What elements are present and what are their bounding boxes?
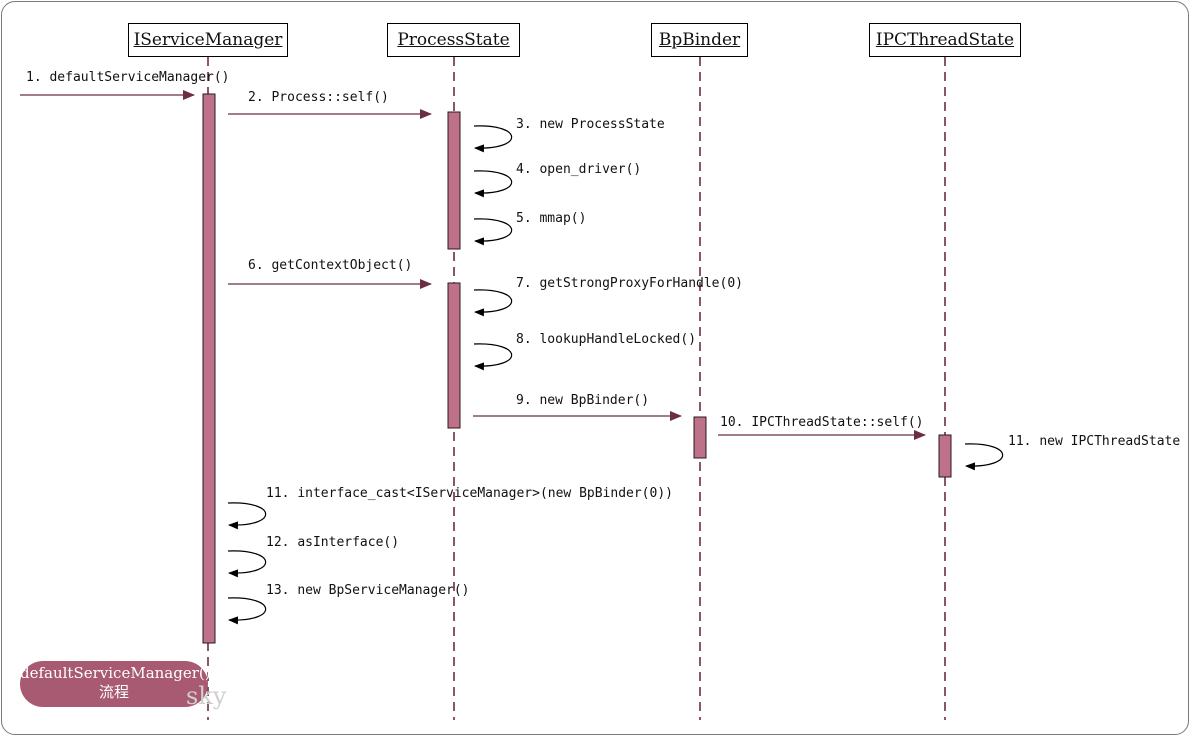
message-7: 7. getStrongProxyForHandle(0): [516, 276, 743, 291]
self-arrow-12: [227, 550, 267, 578]
self-arrow-11a: [964, 443, 1004, 471]
participant-processstate: ProcessState: [387, 23, 520, 57]
activation-bpbinder: [693, 416, 707, 459]
message-6: 6. getContextObject(): [248, 258, 413, 273]
message-4: 4. open_driver(): [516, 162, 642, 177]
caption-line-2: 流程: [98, 683, 129, 701]
message-5: 5. mmap(): [516, 211, 587, 226]
message-9: 9. new BpBinder(): [516, 393, 650, 408]
caption-badge: defaultServiceManager() 流程: [20, 661, 211, 707]
activation-iservicemanager: [202, 93, 216, 644]
message-2: 2. Process::self(): [248, 90, 389, 105]
activation-processstate-2: [447, 282, 461, 429]
message-13: 13. new BpServiceManager(): [266, 583, 470, 598]
participant-bpbinder: BpBinder: [651, 23, 748, 57]
self-arrow-8: [473, 343, 513, 371]
message-12: 12. asInterface(): [266, 535, 400, 550]
self-arrow-3: [473, 125, 513, 153]
watermark: sky: [186, 682, 227, 710]
self-arrow-5: [473, 218, 513, 246]
message-11b: 11. interface_cast<IServiceManager>(new …: [266, 486, 673, 501]
self-arrow-11b: [227, 502, 267, 530]
message-3: 3. new ProcessState: [516, 117, 665, 132]
message-11a: 11. new IPCThreadState: [1008, 434, 1181, 449]
activation-ipcthreadstate: [938, 434, 952, 478]
participant-ipcthreadstate: IPCThreadState: [869, 23, 1021, 57]
activation-processstate-1: [447, 111, 461, 250]
participant-iservicemanager: IServiceManager: [128, 23, 288, 57]
self-arrow-4: [473, 170, 513, 198]
caption-line-1: defaultServiceManager(): [20, 664, 211, 682]
message-10: 10. IPCThreadState::self(): [720, 415, 924, 430]
self-arrow-7: [473, 289, 513, 317]
self-arrow-13: [227, 597, 267, 625]
message-8: 8. lookupHandleLocked(): [516, 332, 697, 347]
message-1: 1. defaultServiceManager(): [26, 70, 230, 85]
